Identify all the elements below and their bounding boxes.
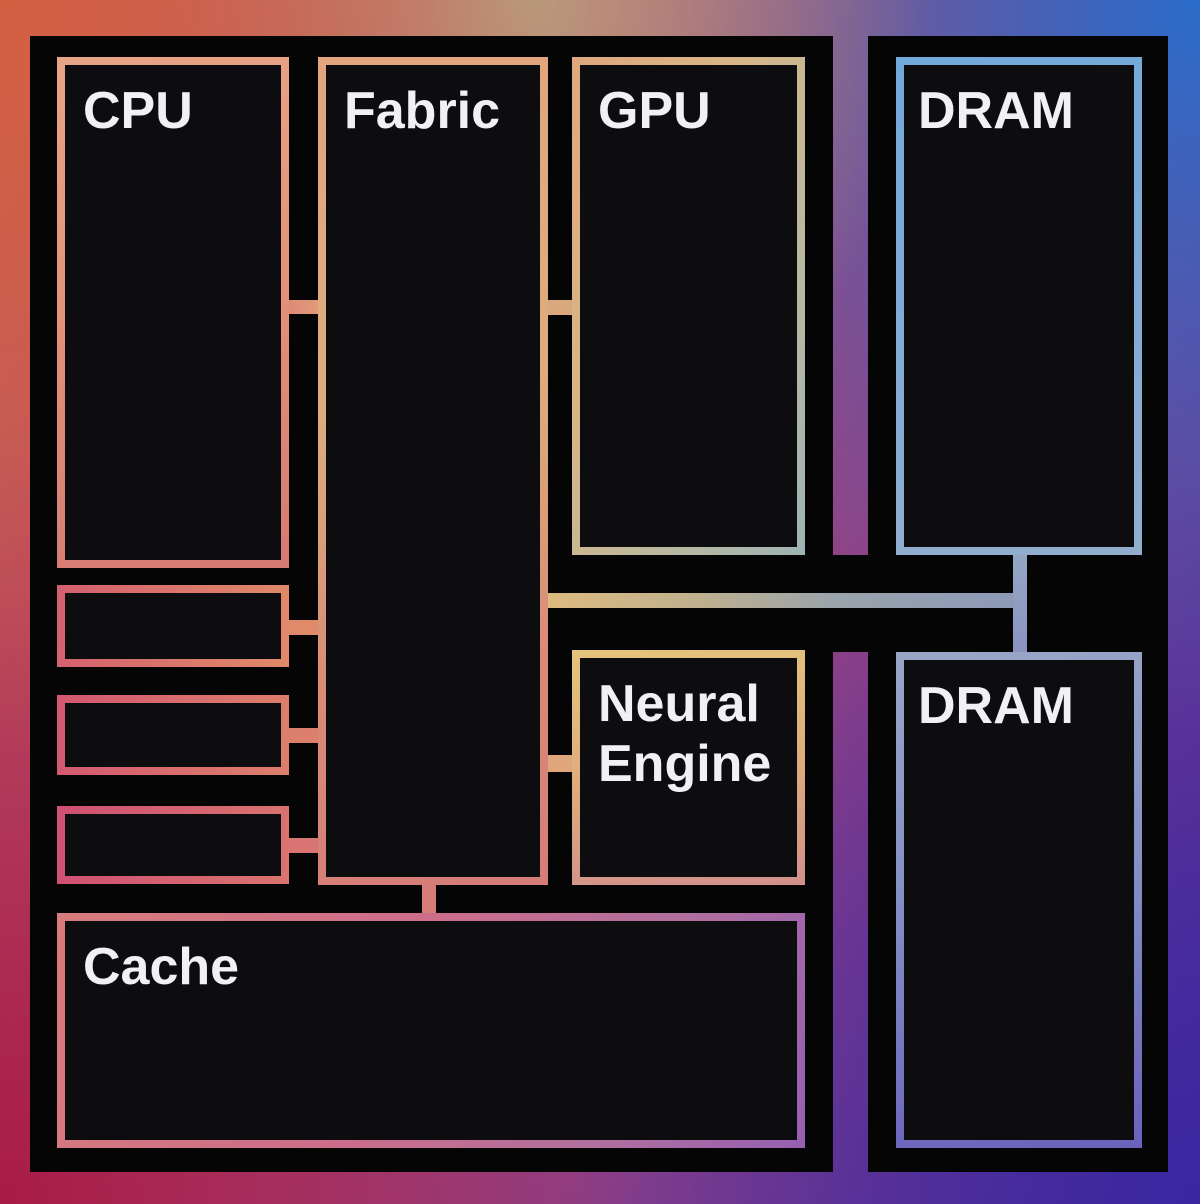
neural-engine-block-body: Neural Engine <box>580 658 797 877</box>
connector-dram-dram <box>1013 555 1027 652</box>
cpu-subblock-1-body <box>65 593 281 659</box>
dram-top-block: DRAM <box>896 57 1142 555</box>
gpu-block-body: GPU <box>580 65 797 547</box>
cpu-label: CPU <box>83 82 193 140</box>
connector-subblock3-fabric <box>289 838 318 853</box>
connector-cpu-fabric <box>289 300 318 314</box>
connector-subblock1-fabric <box>289 620 318 635</box>
fabric-block: Fabric <box>318 57 548 885</box>
cpu-subblock-2 <box>57 695 289 775</box>
cache-block: Cache <box>57 913 805 1148</box>
neural-engine-block: Neural Engine <box>572 650 805 885</box>
connector-fabric-cache <box>422 885 436 913</box>
cpu-block-body: CPU <box>65 65 281 560</box>
dram-bottom-block: DRAM <box>896 652 1142 1148</box>
fabric-block-body: Fabric <box>326 65 540 877</box>
dram-top-label: DRAM <box>918 82 1074 140</box>
cpu-block: CPU <box>57 57 289 568</box>
connector-memory-bus <box>548 593 1027 608</box>
cpu-subblock-1 <box>57 585 289 667</box>
neural-engine-label: Neural Engine <box>598 675 772 793</box>
gpu-block: GPU <box>572 57 805 555</box>
cache-block-body: Cache <box>65 921 797 1140</box>
gpu-label: GPU <box>598 82 711 140</box>
connector-subblock2-fabric <box>289 728 318 743</box>
dram-bottom-block-body: DRAM <box>904 660 1134 1140</box>
cpu-subblock-2-body <box>65 703 281 767</box>
cpu-subblock-3-body <box>65 814 281 876</box>
dram-top-block-body: DRAM <box>904 65 1134 547</box>
cache-label: Cache <box>83 938 240 996</box>
cpu-subblock-3 <box>57 806 289 884</box>
connector-fabric-neural-engine <box>548 755 572 772</box>
connector-fabric-gpu <box>548 300 572 315</box>
dram-bottom-label: DRAM <box>918 677 1074 735</box>
fabric-label: Fabric <box>344 82 501 140</box>
